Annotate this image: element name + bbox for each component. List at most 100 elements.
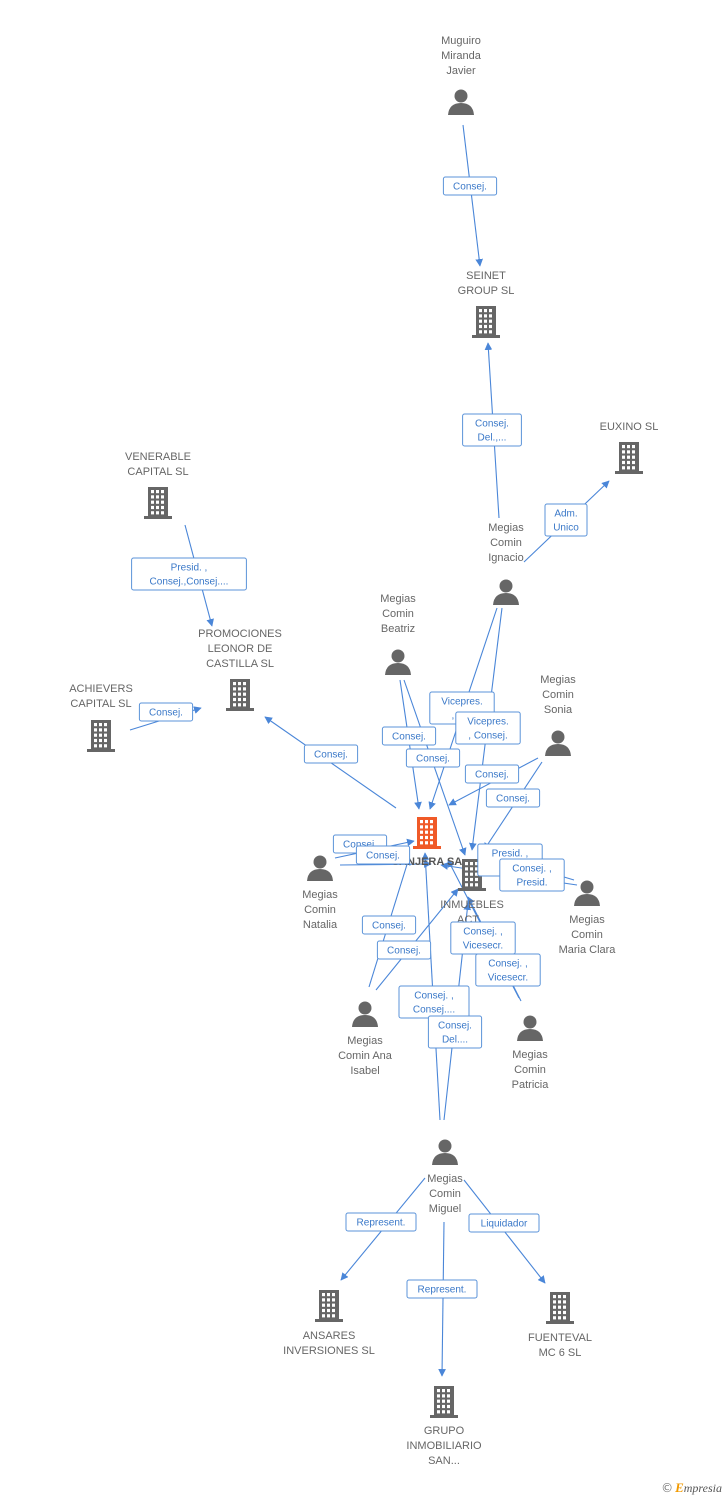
node-label: INVERSIONES SL	[283, 1345, 375, 1357]
edge-label-sonia-to-inmuebles[interactable]: Consej.	[485, 788, 541, 808]
edge-label-box	[381, 726, 437, 746]
building-icon	[472, 306, 500, 338]
node-euxino[interactable]: EUXINO SL	[600, 421, 659, 474]
edge-label-text: Unico	[553, 523, 579, 534]
edge-label-ignacio-to-seinet[interactable]: Consej.Del.,...	[462, 413, 522, 447]
edge-label-box	[303, 744, 359, 764]
building-icon	[615, 442, 643, 474]
node-label: SAN...	[428, 1455, 460, 1467]
edge-label-box	[427, 1015, 483, 1049]
edge-label-text: Represent.	[418, 1285, 467, 1296]
edge-label-text: Presid. ,	[492, 849, 529, 860]
edge-label-miguel-to-inmuebles[interactable]: Consej.Del....	[427, 1015, 483, 1049]
edge-label-box	[499, 858, 565, 892]
edge-label-text: Presid.	[516, 878, 547, 889]
edge-label-miguel-to-fuenteval[interactable]: Liquidador	[468, 1213, 540, 1233]
building-icon	[315, 1290, 343, 1322]
edges-layer	[129, 124, 610, 1377]
node-ansares[interactable]: ANSARES INVERSIONES SL	[283, 1290, 375, 1357]
edge-label-achievers-to-promociones[interactable]: Consej.	[138, 702, 194, 722]
edge-label-patricia-to-inmuebles[interactable]: Consej. ,Vicesecr.	[475, 953, 541, 987]
edge-label-text: Consej.,Consej....	[150, 577, 229, 588]
person-icon	[448, 89, 474, 115]
edge-label-box	[345, 1212, 417, 1232]
edge-label-text: Consej.	[416, 754, 450, 765]
edge-label-text: Consej. ,	[512, 864, 551, 875]
edge-label-muguiro-to-seinet[interactable]: Consej.	[442, 176, 498, 196]
edge-label-ignacio-to-euxino[interactable]: Adm.Unico	[544, 503, 588, 537]
edge-label-text: Consej.	[496, 794, 530, 805]
edge-label-sonia-to-focus[interactable]: Consej.	[464, 764, 520, 784]
node-label: Miguel	[429, 1203, 461, 1215]
node-label: Sonia	[544, 704, 573, 716]
edge-label-patricia-to-focus[interactable]: Consej. ,Vicesecr.	[450, 921, 516, 955]
node-label: CAPITAL SL	[127, 466, 188, 478]
node-grupo[interactable]: GRUPOINMOBILIARIOSAN...	[406, 1386, 482, 1467]
node-inmuebles[interactable]: INMUEBLESACT...	[440, 859, 504, 926]
edge-label-text: Consej.	[343, 840, 377, 851]
edge-label-mariaclara-to-focus[interactable]: Consej. , Presid.	[499, 858, 565, 892]
edge-label-box	[485, 788, 541, 808]
edge-label-box	[464, 764, 520, 784]
node-label: Ignacio	[488, 552, 523, 564]
edge-label-anaisabel-to-inmuebles[interactable]: Consej.	[376, 940, 432, 960]
node-label: Maria Clara	[559, 944, 617, 956]
building-icon	[226, 679, 254, 711]
edge-label-text: Vicepres.	[441, 697, 483, 708]
node-label: MC 6 SL	[539, 1347, 582, 1359]
person-icon	[517, 1015, 543, 1041]
edge-label-miguel-to-grupo[interactable]: Represent.	[406, 1279, 478, 1299]
node-label: CAPITAL SL	[70, 698, 131, 710]
edge-label-miguel-to-focus[interactable]: Consej. ,Consej....	[398, 985, 470, 1019]
edge-label-text: Consej.	[475, 419, 509, 430]
node-label: INMUEBLES	[440, 899, 504, 911]
person-icon	[352, 1001, 378, 1027]
node-label: ANSARES	[303, 1330, 356, 1342]
edge-label-venerable-to-promociones[interactable]: Presid. , Consej.,Consej....	[131, 557, 247, 591]
node-label: Comin	[571, 929, 603, 941]
edge-label-miguel-to-ansares[interactable]: Represent.	[345, 1212, 417, 1232]
edge-miguel-to-grupo	[438, 1221, 446, 1377]
node-label: Megias	[488, 522, 524, 534]
person-icon	[307, 855, 333, 881]
node-label: Comin	[429, 1188, 461, 1200]
edge-label-beatriz-to-focus[interactable]: Consej.	[381, 726, 437, 746]
edge-label-text: Liquidador	[481, 1219, 528, 1230]
node-label: GROUP SL	[458, 285, 515, 297]
node-label: Javier	[446, 65, 476, 77]
node-label: Natalia	[303, 919, 338, 931]
edge-label-text: Vicesecr.	[463, 941, 503, 952]
edge-label-ignacio-to-inmuebles[interactable]: Vicepres., Consej.	[455, 711, 521, 745]
edge-label-text: Consej.	[392, 732, 426, 743]
edge-label-focus-to-promociones[interactable]: Consej.	[303, 744, 359, 764]
edge-label-beatriz-to-inmuebles[interactable]: Consej.	[405, 748, 461, 768]
node-label: Comin	[304, 904, 336, 916]
edge-label-text: Vicepres.	[467, 717, 509, 728]
edge-label-box	[442, 176, 498, 196]
edge-label-text: Presid. ,	[171, 563, 208, 574]
edge-label-anaisabel-to-focus[interactable]: Consej.	[361, 915, 417, 935]
edge-label-text: Represent.	[357, 1218, 406, 1229]
building-icon	[144, 487, 172, 519]
edge-label-natalia-to-inmuebles[interactable]: Consej.	[355, 845, 411, 865]
building-icon	[546, 1292, 574, 1324]
node-label: Megias	[302, 889, 338, 901]
person-icon	[545, 730, 571, 756]
building-icon	[430, 1386, 458, 1418]
edge-label-box	[455, 711, 521, 745]
